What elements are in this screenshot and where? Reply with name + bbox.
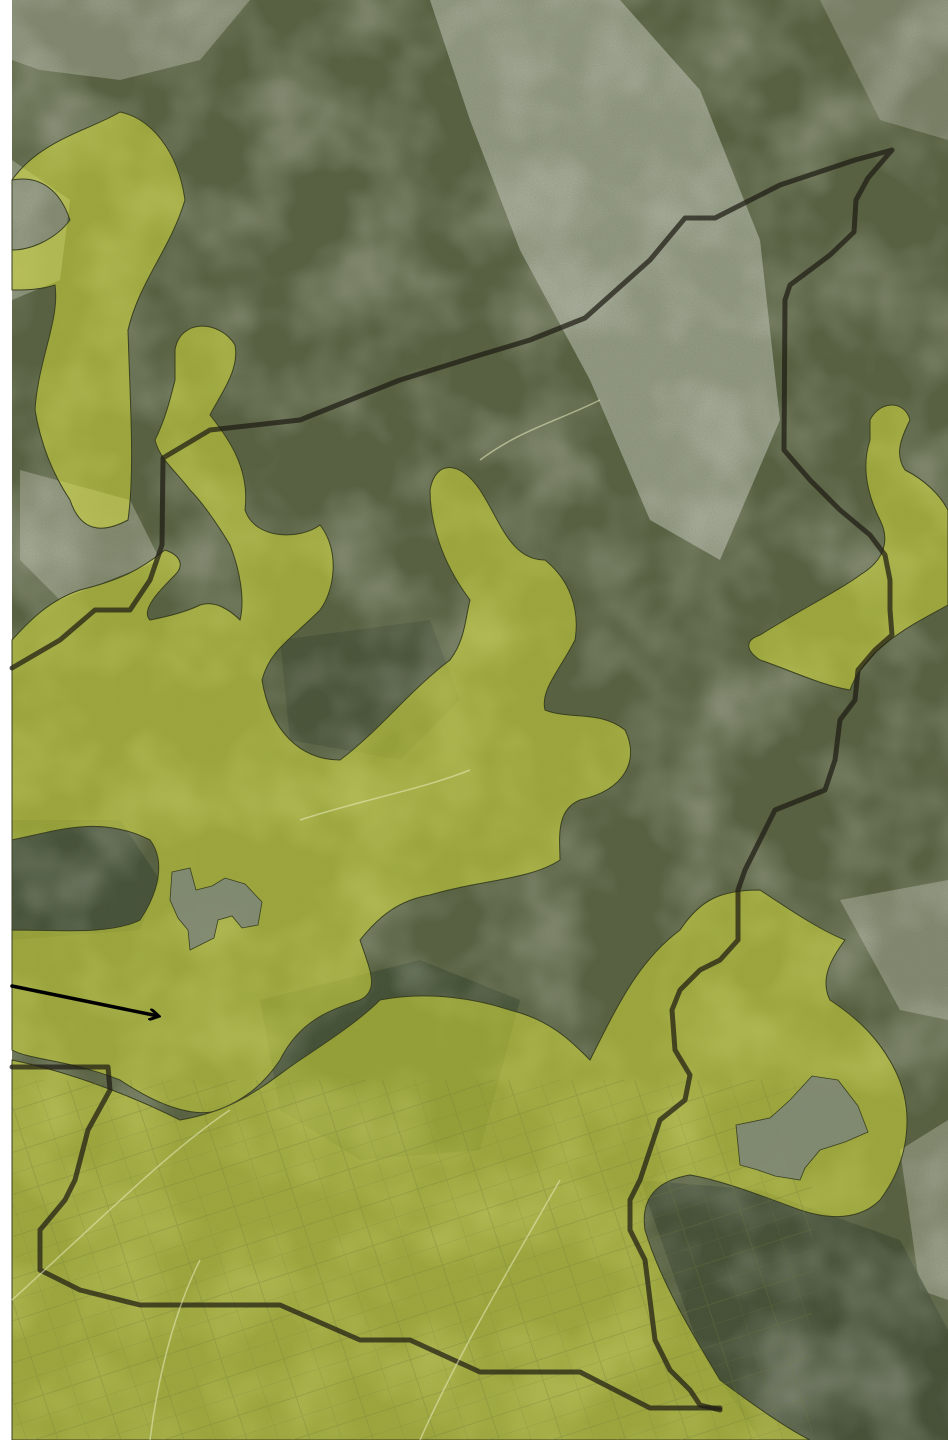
boundary-lines bbox=[9, 147, 895, 1413]
track bbox=[299, 769, 471, 821]
pointer-arrow bbox=[10, 984, 158, 1016]
boundary-line[interactable] bbox=[9, 147, 895, 1413]
boundary-line[interactable] bbox=[9, 1064, 723, 1411]
track bbox=[11, 1109, 231, 1301]
track bbox=[149, 1259, 201, 1440]
settlement[interactable] bbox=[169, 867, 263, 951]
overlay-zone[interactable] bbox=[11, 111, 186, 529]
track bbox=[419, 1179, 561, 1440]
arrow-shaft bbox=[10, 984, 158, 1016]
settlements bbox=[169, 867, 869, 1181]
settlement[interactable] bbox=[735, 1075, 869, 1181]
overlay-zone[interactable] bbox=[11, 325, 632, 1114]
page-margin bbox=[0, 0, 12, 1440]
field-pattern bbox=[12, 1080, 812, 1440]
track bbox=[479, 399, 601, 461]
tracks bbox=[11, 399, 601, 1440]
